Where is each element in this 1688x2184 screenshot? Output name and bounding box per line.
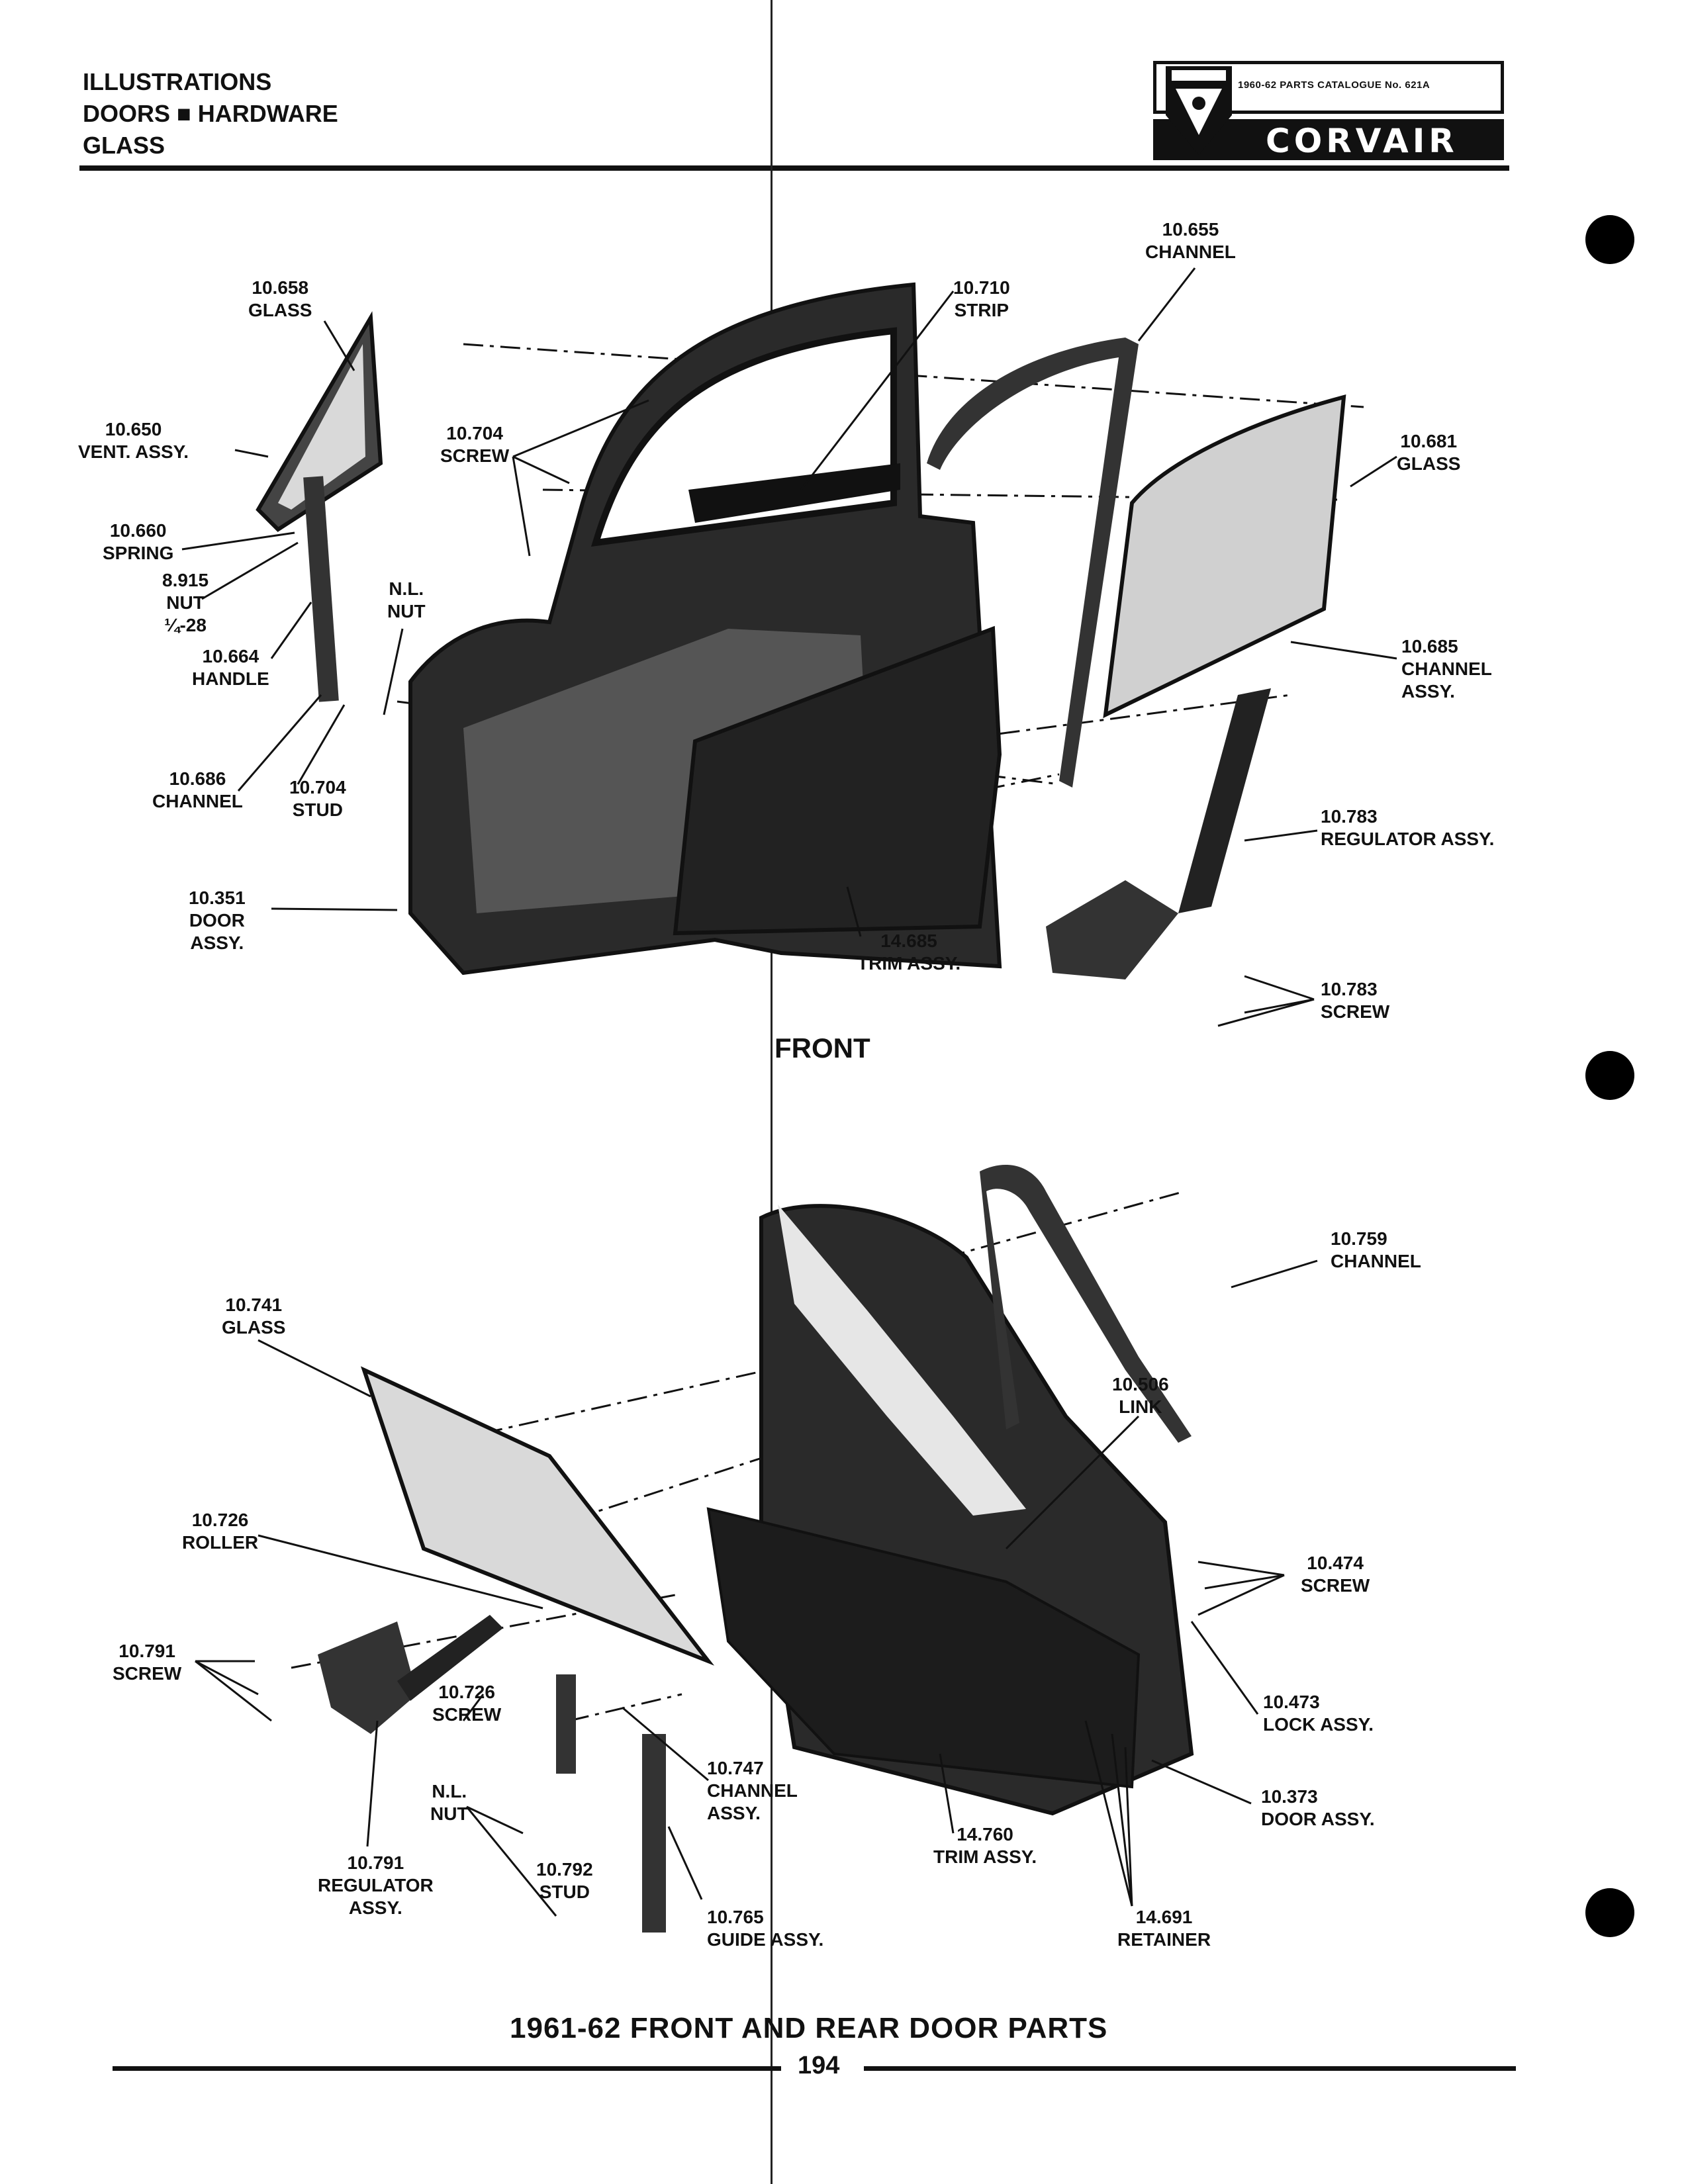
rear-glass-art <box>360 1366 715 1666</box>
page-number: 194 <box>798 2052 840 2079</box>
figure-caption: 1961-62 FRONT AND REAR DOOR PARTS <box>510 2012 1108 2044</box>
header-rule <box>79 165 1509 171</box>
catalog-number: 1960-62 PARTS CATALOGUE No. 621A <box>1238 79 1430 91</box>
corvair-logo-block: 1960-62 PARTS CATALOGUE No. 621A CORVAIR <box>1153 61 1504 160</box>
rear-guide-art <box>642 1734 666 1933</box>
footer-rule-right <box>864 2066 1516 2071</box>
rear-regulator-art <box>318 1615 503 1734</box>
section-heading-front: FRONT <box>774 1032 870 1064</box>
header-line-2: DOORS ■ HARDWARE <box>83 100 338 127</box>
rear-door-art <box>706 1204 1194 1816</box>
crossed-flags-badge-icon <box>1166 66 1232 155</box>
front-trim-panel-art <box>673 625 1002 936</box>
header-line-3: GLASS <box>83 132 165 159</box>
front-channel-art <box>927 338 1139 788</box>
front-regulator-art <box>1046 688 1271 979</box>
binder-hole <box>1585 215 1634 264</box>
footer-rule-left <box>113 2066 781 2071</box>
brand-wordmark: CORVAIR <box>1266 122 1458 160</box>
rear-roller-art <box>556 1674 576 1774</box>
front-glass-art <box>1103 394 1346 719</box>
binder-hole <box>1585 1051 1634 1100</box>
vent-assembly-art <box>256 311 383 702</box>
header-line-1: ILLUSTRATIONS <box>83 68 272 95</box>
callout-nl-nut-rear: N.L.NUT <box>430 1781 469 1824</box>
page-header: ILLUSTRATIONS DOORS ■ HARDWARE GLASS <box>83 66 338 161</box>
callout-nl-nut: N.L.NUT <box>387 578 426 621</box>
scan-fold-line <box>771 0 773 2184</box>
rear-channel-art <box>980 1165 1192 1443</box>
binder-hole <box>1585 1888 1634 1937</box>
